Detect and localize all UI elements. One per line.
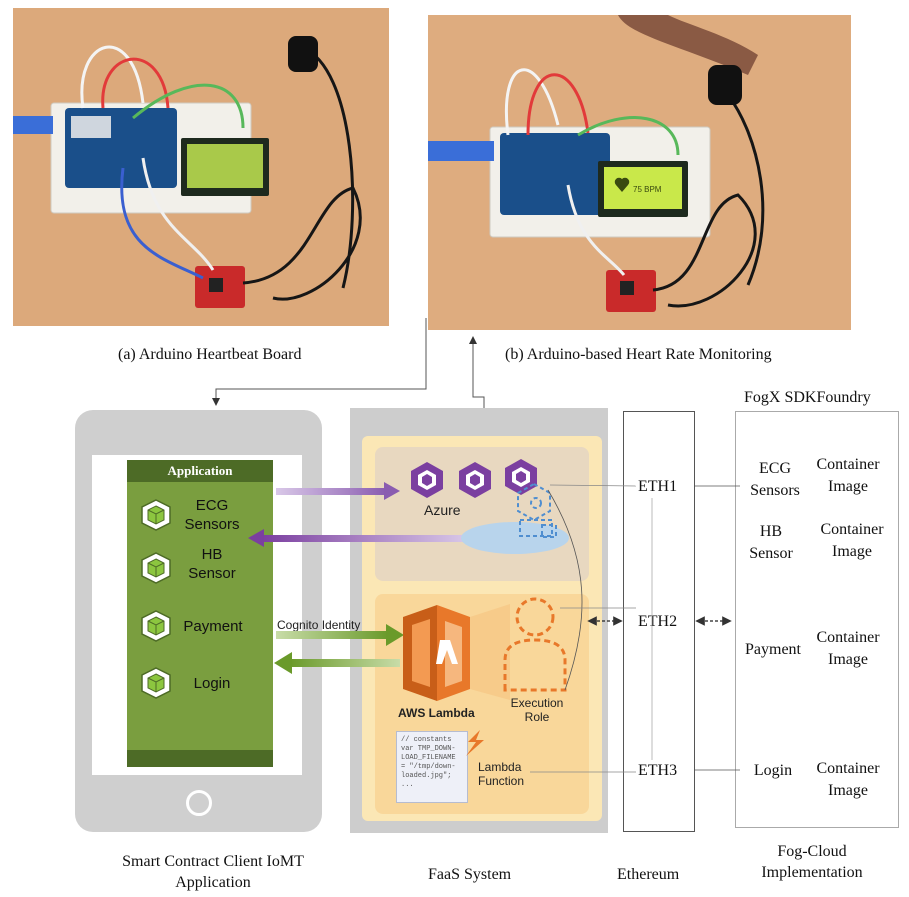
app-item-payment[interactable]: Payment xyxy=(183,618,243,635)
azure-label: Azure xyxy=(424,502,461,518)
app-item-login[interactable]: Login xyxy=(193,675,231,692)
arduino-board-illustration xyxy=(13,8,389,326)
label-faas-system: FaaS System xyxy=(428,866,512,883)
fog-row-login-right: Container Image xyxy=(816,760,880,799)
fog-row-payment-left: Payment xyxy=(745,641,801,658)
cube-icon xyxy=(141,610,171,642)
photo-arduino-heartbeat-board xyxy=(13,8,389,326)
lambda-code-snippet: // constants var TMP_DOWN- LOAD_FILENAME… xyxy=(401,736,456,789)
fog-row-hb-left: HB Sensor xyxy=(749,523,793,562)
cognito-identity-label: Cognito Identity xyxy=(277,618,361,632)
fog-row-hb-right: Container Image xyxy=(820,521,884,560)
fog-row-payment-right: Container Image xyxy=(816,629,880,668)
aws-lambda-label: AWS Lambda xyxy=(398,706,475,720)
label-smart-contract-client: Smart Contract Client IoMT Application xyxy=(122,853,304,891)
cube-icon xyxy=(141,667,171,699)
lcd-reading: 75 BPM xyxy=(633,185,662,194)
fog-row-ecg-left: ECG Sensors xyxy=(750,460,800,499)
eth-node-1: ETH1 xyxy=(636,478,680,496)
azure-region xyxy=(375,447,589,581)
fog-title: FogX SDKFoundry xyxy=(744,389,871,406)
cube-icon xyxy=(141,499,171,531)
eth-node-3: ETH3 xyxy=(636,762,680,780)
lambda-code-document: // constants var TMP_DOWN- LOAD_FILENAME… xyxy=(396,731,468,803)
heart-rate-monitor-illustration: 75 BPM xyxy=(428,15,851,330)
lambda-function-label: Lambda Function xyxy=(478,760,525,788)
label-ethereum: Ethereum xyxy=(617,866,680,883)
cube-icon xyxy=(141,552,171,584)
app-item-hb-sensor[interactable]: HB Sensor xyxy=(188,546,236,582)
heart-icon xyxy=(614,177,630,192)
caption-photo-b: (b) Arduino-based Heart Rate Monitoring xyxy=(505,346,772,363)
application-title: Application xyxy=(127,460,273,482)
caption-photo-a: (a) Arduino Heartbeat Board xyxy=(118,346,302,363)
connector-faas-to-photo xyxy=(469,336,485,408)
label-fog-cloud-implementation: Fog-Cloud Implementation xyxy=(761,843,863,881)
photo-heart-rate-monitoring: 75 BPM xyxy=(428,15,851,330)
fog-row-ecg-right: Container Image xyxy=(816,456,880,495)
phone-home-button[interactable] xyxy=(186,790,212,816)
application-footer xyxy=(127,750,273,767)
app-item-ecg-sensors[interactable]: ECG Sensors xyxy=(184,497,240,533)
fog-cloud-box xyxy=(735,411,899,828)
fog-row-login-left: Login xyxy=(753,762,793,779)
eth-node-2: ETH2 xyxy=(636,613,680,631)
execution-role-label: Execution Role xyxy=(510,696,564,724)
